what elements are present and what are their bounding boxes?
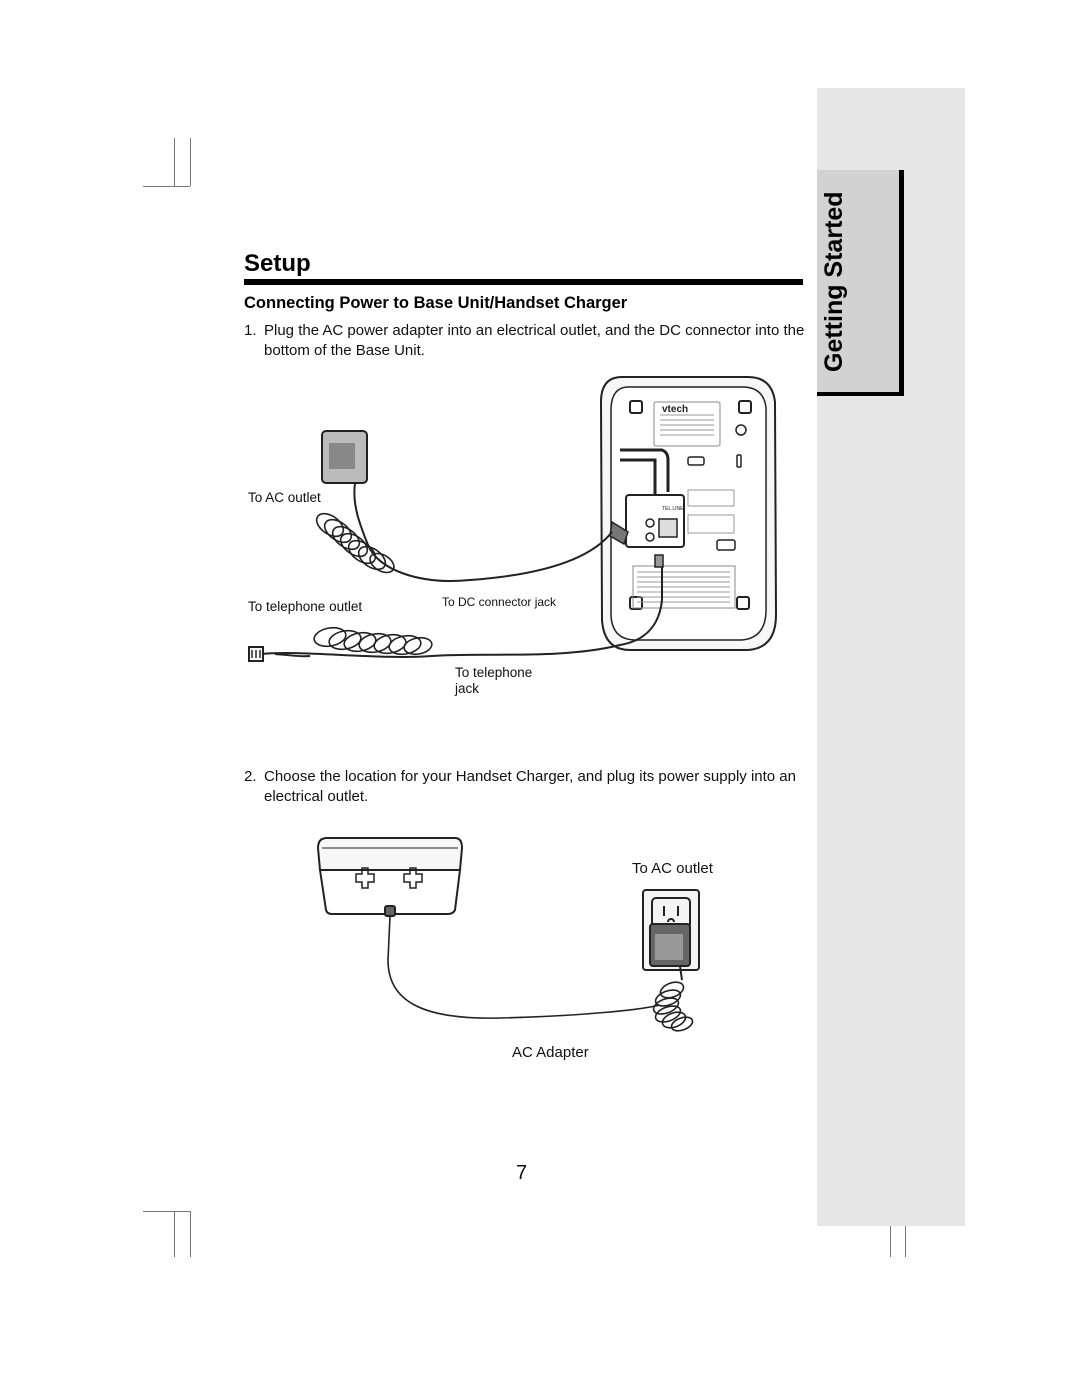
base-unit-brand: vtech (662, 404, 689, 415)
step-number: 2. (244, 768, 257, 785)
tel-line-label: TEL LINE (662, 506, 684, 512)
to-ac-outlet-label: To AC outlet (248, 490, 321, 505)
section-title: Setup (244, 250, 311, 277)
ac-adapter-label: AC Adapter (512, 1044, 589, 1061)
section-tab (817, 170, 904, 396)
to-telephone-jack-label: To telephone jack (455, 665, 533, 696)
step-text: Plug the AC power adapter into an electr… (264, 322, 805, 359)
to-dc-connector-jack-label: To DC connector jack (442, 595, 557, 609)
page-number: 7 (516, 1162, 528, 1184)
to-ac-outlet-label: To AC outlet (632, 860, 713, 877)
subheading: Connecting Power to Base Unit/Handset Ch… (244, 294, 628, 312)
section-rule (244, 279, 803, 285)
step-number: 1. (244, 322, 257, 339)
to-telephone-outlet-label: To telephone outlet (248, 599, 363, 614)
step-text: Choose the location for your Handset Cha… (264, 768, 796, 805)
